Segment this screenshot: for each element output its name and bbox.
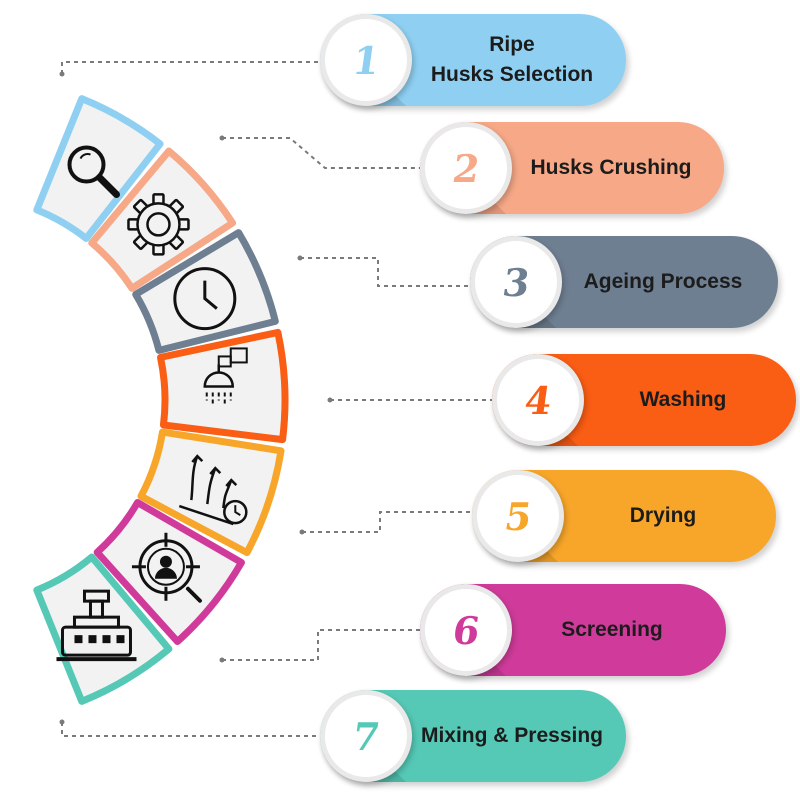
step-number: 4	[521, 377, 555, 423]
step-label: Drying	[629, 504, 697, 527]
step-number: 6	[449, 607, 483, 653]
connector-line	[300, 257, 470, 287]
arc-segment-5	[137, 428, 285, 557]
connector-dot	[219, 135, 225, 141]
step-number: 7	[349, 713, 383, 759]
step-label: Mixing & Pressing	[420, 724, 604, 747]
press-machine-icon	[56, 589, 137, 662]
arc-segment-7	[33, 553, 173, 705]
step-label: Washing	[639, 388, 727, 411]
shower-icon	[203, 347, 248, 407]
gear-icon	[127, 193, 190, 256]
step-pill-1: 1 Ripe Husks Selection	[320, 14, 626, 106]
step-pill-3: 3 Ageing Process	[470, 236, 778, 328]
connector-dot	[219, 657, 225, 663]
rising-arrows-clock-icon	[178, 454, 248, 526]
step-number: 3	[499, 259, 533, 305]
connector-dot	[59, 719, 65, 725]
target-person-icon	[131, 532, 202, 603]
clock-icon	[173, 267, 237, 331]
connector-line	[61, 722, 320, 737]
step-number-badge: 6	[420, 584, 512, 676]
step-pill-5: 5 Drying	[472, 470, 776, 562]
step-number-badge: 4	[492, 354, 584, 446]
connector-line	[302, 511, 472, 533]
step-number: 2	[449, 145, 483, 191]
magnifier-icon	[67, 145, 120, 199]
step-number: 1	[349, 37, 383, 83]
step-pill-7: 7 Mixing & Pressing	[320, 690, 626, 782]
step-number-badge: 3	[470, 236, 562, 328]
step-label: Ripe Husks Selection	[430, 33, 594, 86]
step-pill-2: 2 Husks Crushing	[420, 122, 724, 214]
connector-dot	[299, 529, 305, 535]
step-label: Ageing Process	[583, 270, 743, 293]
step-label: Husks Crushing	[530, 156, 692, 179]
connector-dot	[59, 71, 65, 77]
connector-line	[61, 61, 320, 74]
step-number-badge: 5	[472, 470, 564, 562]
step-label: Screening	[561, 618, 663, 641]
step-number-badge: 2	[420, 122, 512, 214]
step-number: 5	[501, 493, 535, 539]
connector-dot	[327, 397, 333, 403]
step-pill-6: 6 Screening	[420, 584, 726, 676]
connector-line	[222, 629, 420, 661]
step-number-badge: 1	[320, 14, 412, 106]
step-pill-4: 4 Washing	[492, 354, 796, 446]
step-number-badge: 7	[320, 690, 412, 782]
connector-line	[222, 137, 420, 169]
connector-dot	[297, 255, 303, 261]
arc-segment-1	[33, 95, 164, 242]
